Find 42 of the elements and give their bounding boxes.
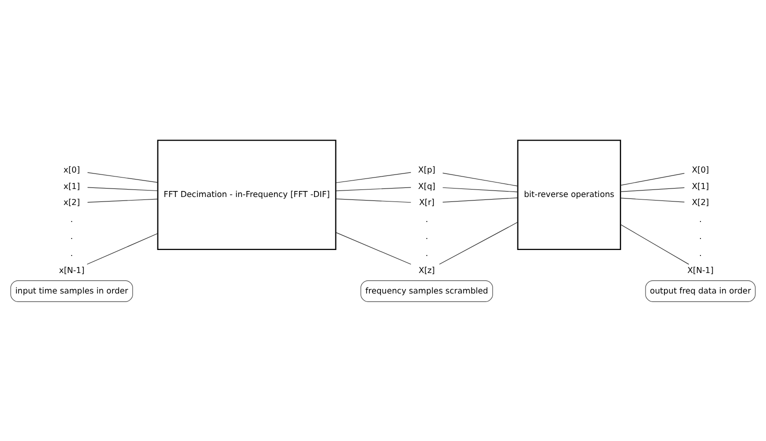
connector	[442, 172, 518, 186]
connector	[620, 224, 690, 264]
connector	[336, 232, 412, 264]
node-text: X[r]	[419, 196, 434, 207]
connector	[336, 186, 412, 191]
label: .	[70, 214, 74, 224]
node-text: x[0]	[64, 164, 80, 174]
connector	[620, 172, 685, 186]
label: .	[699, 214, 702, 224]
connector	[336, 198, 412, 202]
connector	[439, 221, 518, 264]
node-text: X[p]	[418, 164, 436, 174]
label: output freq data in order	[650, 284, 751, 295]
node-text: X[2]	[692, 196, 709, 207]
connector	[442, 197, 518, 202]
connector	[87, 198, 158, 202]
node-text: x[N-1]	[58, 264, 84, 274]
label: .	[70, 247, 74, 258]
label: input time samples in order	[15, 284, 128, 295]
label: .	[70, 230, 74, 241]
label: .	[699, 230, 702, 241]
node-text: X[1]	[692, 180, 709, 190]
node-text: X[0]	[692, 164, 709, 174]
label: frequency samples scrambled	[365, 284, 488, 295]
connector	[620, 186, 685, 192]
node-text: x[2]	[64, 196, 80, 207]
node-text: x[1]	[64, 180, 80, 190]
node-box: bit-reverse operations	[517, 139, 622, 250]
label: .	[425, 230, 428, 241]
label: .	[425, 247, 428, 258]
node-text: X[N-1]	[687, 264, 714, 274]
connector	[87, 172, 158, 182]
node-text: X[z]	[418, 264, 435, 274]
connector	[620, 197, 685, 202]
connector	[87, 186, 158, 191]
label: .	[699, 247, 702, 258]
connector	[442, 186, 518, 192]
label: .	[425, 214, 428, 224]
connector	[336, 172, 412, 183]
connector	[86, 232, 158, 264]
node-box: FFT Decimation - in-Frequency [FFT -DIF]	[157, 139, 336, 250]
node-text: X[q]	[418, 180, 436, 190]
